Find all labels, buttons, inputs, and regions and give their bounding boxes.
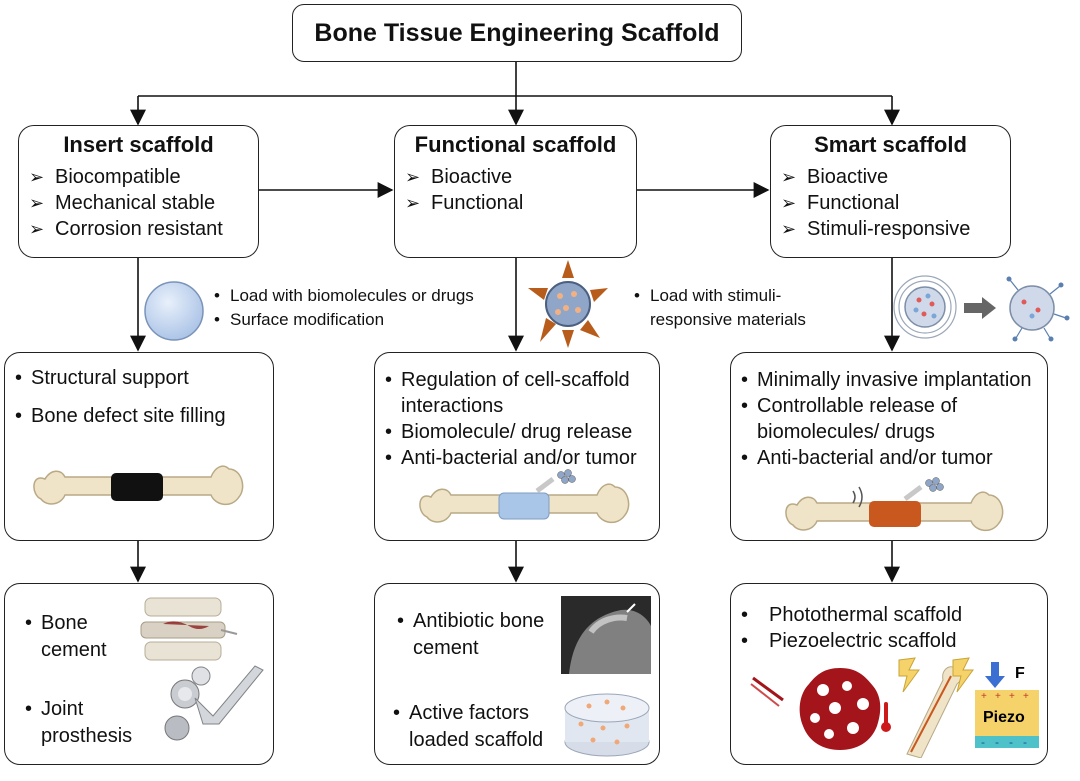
svg-text:+: +: [1009, 691, 1015, 702]
smart-examples-box: Photothermal scaffold Piezoelectric scaf…: [730, 583, 1048, 765]
piezo-element-icon: ++++ ---- Piezo: [975, 690, 1039, 748]
scaffold-disc-icon: [564, 693, 650, 757]
smart-property: Bioactive: [771, 164, 1010, 190]
insert-scaffold-heading: Insert scaffold: [63, 132, 214, 157]
photothermal-scaffold-icon: [799, 668, 881, 750]
functional-scaffold-heading: Functional scaffold: [414, 132, 617, 157]
insert-property: Biocompatible: [19, 164, 258, 190]
diagram-title-box: Bone Tissue Engineering Scaffold: [292, 4, 742, 62]
transition-item: Load with biomolecules or drugs: [214, 284, 514, 308]
functional-feature: Regulation of cell-scaffold interactions: [375, 367, 659, 419]
insert-examples-box: •Bone cement •Joint prosthesis: [4, 583, 274, 765]
functional-feature: Biomolecule/ drug release: [375, 419, 659, 445]
sphere-icon: [144, 281, 204, 341]
smart-example: Photothermal scaffold: [731, 602, 1047, 628]
insert-example-joint-prosthesis: •Joint prosthesis: [25, 698, 133, 747]
insert-property: Mechanical stable: [19, 190, 258, 216]
smart-scaffold-box: Smart scaffold Bioactive Functional Stim…: [770, 125, 1011, 258]
functional-feature: Anti-bacterial and/or tumor: [375, 445, 659, 471]
insert-property: Corrosion resistant: [19, 216, 258, 242]
functional-scaffold-box: Functional scaffold Bioactive Functional: [394, 125, 637, 258]
svg-text:+: +: [995, 691, 1001, 702]
spine-icon: [140, 597, 238, 661]
laser-icon: [750, 676, 784, 707]
functional-property: Bioactive: [395, 164, 636, 190]
smart-example: Piezoelectric scaffold: [731, 628, 1047, 654]
insert-scaffold-box: Insert scaffold Biocompatible Mechanical…: [18, 125, 259, 258]
piezo-label: Piezo: [983, 709, 1025, 726]
functional-example-antibiotic-cement: •Antibiotic bone cement: [397, 610, 545, 659]
insert-transition-note: Load with biomolecules or drugs Surface …: [214, 284, 514, 332]
functional-features-box: Regulation of cell-scaffold interactions…: [374, 352, 660, 541]
smart-feature: Controllable release of biomolecules/ dr…: [731, 393, 1047, 445]
smart-feature: Minimally invasive implantation: [731, 367, 1047, 393]
insert-feature: Structural support: [5, 365, 273, 391]
insert-example-bone-cement: •Bone cement: [25, 612, 107, 661]
smart-features-box: Minimally invasive implantation Controll…: [730, 352, 1048, 541]
functional-property: Functional: [395, 190, 636, 216]
hip-prosthesis-icon: [164, 665, 264, 741]
svg-text:-: -: [1009, 735, 1013, 748]
femur-bone-icon: [33, 465, 244, 506]
functional-transition-note: Load with stimuli-responsive materials: [634, 284, 834, 332]
svg-text:+: +: [1023, 691, 1029, 702]
diagram-title: Bone Tissue Engineering Scaffold: [314, 18, 720, 47]
transition-item: Load with stimuli-responsive materials: [634, 284, 834, 332]
star-particle-icon: [528, 260, 608, 348]
svg-text:-: -: [981, 735, 985, 748]
functional-example-active-factors: •Active factors loaded scaffold: [393, 702, 544, 751]
insert-features-box: Structural support Bone defect site fill…: [4, 352, 274, 541]
piezo-force-label: F: [1015, 665, 1025, 682]
xray-icon: [561, 596, 651, 674]
svg-text:-: -: [1023, 735, 1027, 748]
svg-text:-: -: [995, 735, 999, 748]
transition-item: Surface modification: [214, 308, 514, 332]
smart-property: Functional: [771, 190, 1010, 216]
functional-examples-box: •Antibiotic bone cement •Active factors …: [374, 583, 660, 765]
thermometer-icon: [881, 702, 891, 732]
insert-feature: Bone defect site filling: [5, 403, 273, 429]
femur-bone-icon: [419, 469, 630, 524]
femur-bone-icon: [785, 477, 1004, 532]
lightning-icon: [898, 657, 974, 693]
smart-feature: Anti-bacterial and/or tumor: [731, 445, 1047, 471]
smart-scaffold-heading: Smart scaffold: [814, 132, 967, 157]
stimuli-release-icon: [893, 275, 1070, 342]
force-arrow-icon: F: [985, 662, 1025, 688]
smart-property: Stimuli-responsive: [771, 216, 1010, 242]
svg-text:+: +: [981, 691, 987, 702]
